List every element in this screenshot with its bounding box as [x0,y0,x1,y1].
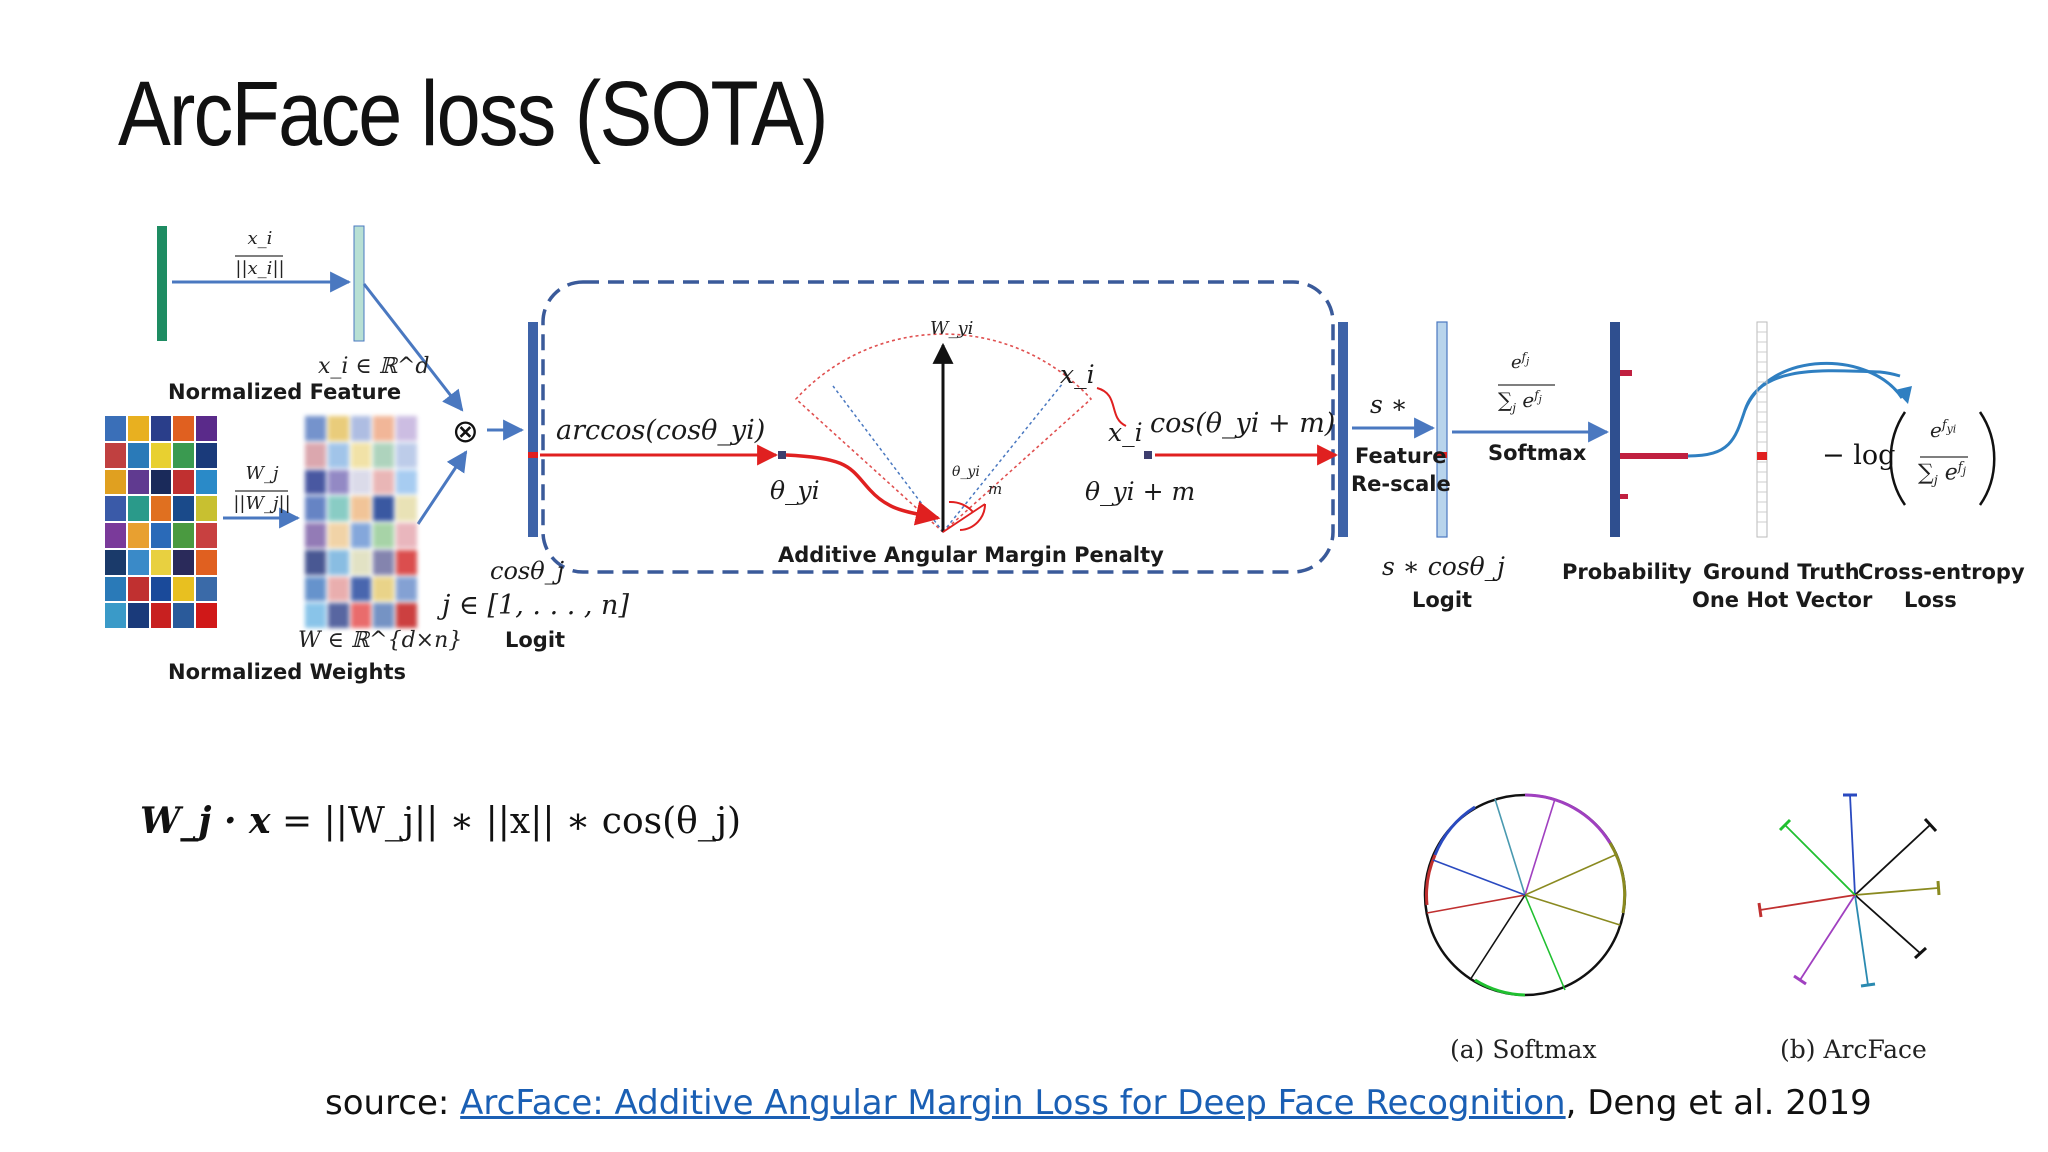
softmax-denominator: ∑j efj [1498,388,1542,415]
xi-end-label: x_i [1108,418,1143,447]
formula-lhs: W_j · x [140,800,271,842]
source-prefix: source: [325,1083,461,1123]
feature-rescale-label-line1: Feature [1355,444,1447,468]
loss-curve [1687,369,1901,458]
xi-vector-label: x_i [1060,360,1095,389]
theta-yi-label: θ_yi [770,476,820,505]
margin-penalty-label: Additive Angular Margin Penalty [778,543,1164,567]
margin-penalty-box [541,280,1335,574]
feature-norm-denominator: ||x_i|| [235,258,285,279]
ground-truth-label-line1: Ground Truth [1703,560,1860,584]
formula-rhs: = ||W_j|| ∗ ||x|| ∗ cos(θ_j) [281,801,742,842]
margin-logit-bar [1338,322,1348,537]
weights-to-product-arrow [416,450,468,525]
ce-numerator: efyi [1930,418,1957,442]
otimes-icon: ⊗ [452,412,479,450]
paper-link[interactable]: ArcFace: Additive Angular Margin Loss fo… [460,1083,1566,1123]
weight-norm-numerator: W_j [245,463,279,484]
scale-s-label: s ∗ [1370,390,1408,419]
cos-margin-expression: cos(θ_yi + m) [1150,408,1336,439]
softmax-numerator: efj [1511,350,1530,373]
feature-vector-bar [157,226,167,341]
one-hot-vector [1756,321,1768,538]
slide-title: ArcFace loss (SOTA) [118,63,829,165]
feature-rescale-label-line2: Re-scale [1351,472,1451,496]
theta-small-label: θ_yi [952,464,980,480]
arcface-embedding-figure [1757,793,1941,988]
margin-curve [785,453,941,526]
logit-expression: cosθ_j [490,557,565,585]
scaled-logit-expression: s ∗ cosθ_j [1382,552,1505,581]
arccos-expression: arccos(cosθ_yi) [556,415,766,446]
normalized-feature-bar [353,225,365,342]
arcface-caption: (b) ArcFace [1780,1035,1927,1064]
normalized-weights-matrix [305,416,417,628]
normalized-weights-label: Normalized Weights [168,660,406,684]
w-yi-label: W_yi [930,318,974,339]
logit-label: Logit [505,628,566,652]
feature-to-product-arrow [362,283,464,412]
softmax-label: Softmax [1488,441,1587,465]
probability-label: Probability [1562,560,1692,584]
source-suffix: , Deng et al. 2019 [1565,1083,1872,1123]
cross-entropy-label-line1: Cross-entropy [1858,560,2025,584]
weights-matrix [105,416,217,628]
ground-truth-label-line2: One Hot Vector [1692,588,1873,612]
softmax-caption: (a) Softmax [1450,1035,1597,1064]
logit-label-2: Logit [1412,588,1473,612]
normalized-feature-label: Normalized Feature [168,380,402,404]
dot-product-formula: W_j · x = ||W_j|| ∗ ||x|| ∗ cos(θ_j) [140,800,741,842]
cross-entropy-label-line2: Loss [1904,588,1957,612]
neg-log-label: − log [1822,440,1896,471]
theta-yi-plus-m-label: θ_yi + m [1085,477,1196,506]
margin-m-label: m [988,480,1003,498]
probability-bar [1610,322,1620,537]
logit-range: j ∈ [1, . . . , n] [442,590,629,621]
source-citation: source: ArcFace: Additive Angular Margin… [325,1083,1872,1123]
weight-norm-denominator: ||W_j|| [233,493,291,514]
logit-bar [528,322,538,537]
rescaled-logit-bar [1436,321,1448,538]
softmax-embedding-figure [1423,793,1627,997]
feature-space-label: x_i ∈ ℝ^d [318,354,430,379]
weight-space-label: W ∈ ℝ^{d×n} [298,628,463,653]
feature-norm-numerator: x_i [247,228,273,249]
ce-denominator: ∑j efj [1918,460,1966,489]
